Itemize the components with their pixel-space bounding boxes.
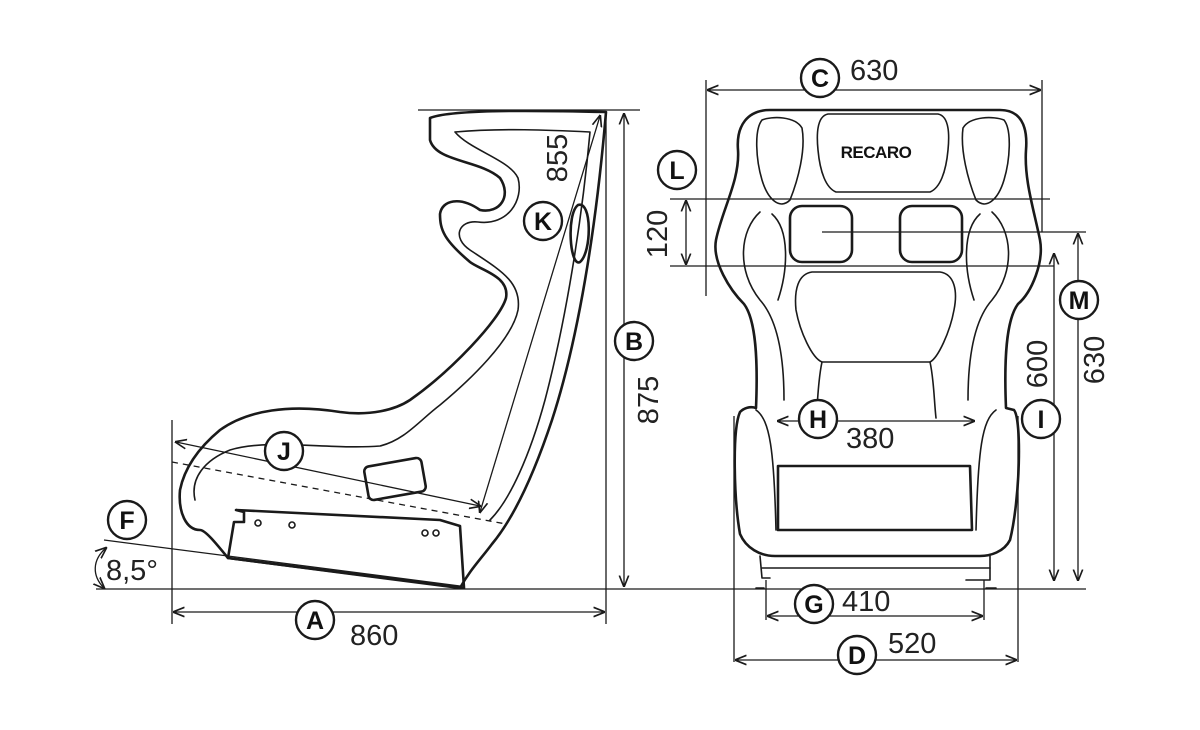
svg-text:D: D (848, 642, 866, 670)
front-left-wing (755, 116, 804, 205)
svg-text:I: I (1038, 406, 1045, 434)
value-i: 600 (1022, 340, 1054, 388)
badge-c: C (799, 57, 841, 99)
side-harness-slot (362, 456, 428, 502)
front-left-shoulder-pad (788, 204, 854, 264)
badge-k: K (522, 200, 564, 242)
side-shoulder-slot (569, 203, 591, 264)
badge-l: L (656, 149, 698, 191)
seat-base-dashed-line (171, 461, 507, 525)
side-mount-bracket (226, 508, 466, 590)
badge-m: M (1058, 279, 1100, 321)
value-a: 860 (350, 620, 398, 652)
value-g: 410 (842, 586, 890, 618)
value-h: 380 (846, 423, 894, 455)
side-dimension-lines (95, 109, 740, 624)
svg-text:K: K (534, 208, 552, 236)
svg-text:B: B (625, 328, 643, 356)
recaro-logo: RECARO (841, 143, 912, 162)
front-base-rails (755, 555, 997, 589)
mount-hole-2 (288, 521, 296, 529)
front-back-panel (794, 271, 957, 363)
dim-line-j (176, 442, 480, 506)
value-b: 875 (633, 376, 665, 424)
front-right-wing (961, 116, 1011, 205)
mount-hole-1 (254, 519, 262, 527)
svg-text:J: J (277, 438, 291, 466)
badge-b: B (613, 320, 655, 362)
value-d: 520 (888, 628, 936, 660)
badge-d: D (836, 634, 878, 676)
front-right-shoulder-pad (898, 204, 964, 264)
badge-a: A (294, 599, 336, 641)
front-right-bolster (967, 211, 1010, 401)
value-l: 120 (642, 210, 674, 258)
front-seat-cushion (776, 464, 974, 532)
svg-text:H: H (809, 406, 827, 434)
front-shell-outline (714, 108, 1043, 558)
value-f: 8,5° (106, 555, 158, 587)
dim-line-k (480, 116, 600, 512)
front-left-bolster (742, 211, 785, 401)
mount-hole-3 (421, 529, 429, 537)
svg-text:L: L (669, 157, 684, 185)
front-logo-panel (816, 113, 950, 193)
badge-i: I (1020, 398, 1062, 440)
seat-front-view: RECARO (714, 108, 1043, 589)
badge-g: G (793, 583, 835, 625)
svg-text:F: F (119, 507, 134, 535)
mount-hole-4 (432, 529, 440, 537)
dim-arc-f (95, 548, 106, 588)
value-k: 855 (542, 134, 574, 182)
svg-text:M: M (1069, 287, 1090, 315)
svg-text:A: A (306, 607, 324, 635)
svg-text:C: C (811, 65, 829, 93)
value-m: 630 (1079, 336, 1111, 384)
badge-f: F (106, 499, 148, 541)
value-c: 630 (850, 55, 898, 87)
badge-j: J (263, 430, 305, 472)
badge-h: H (797, 398, 839, 440)
svg-text:G: G (804, 591, 823, 619)
